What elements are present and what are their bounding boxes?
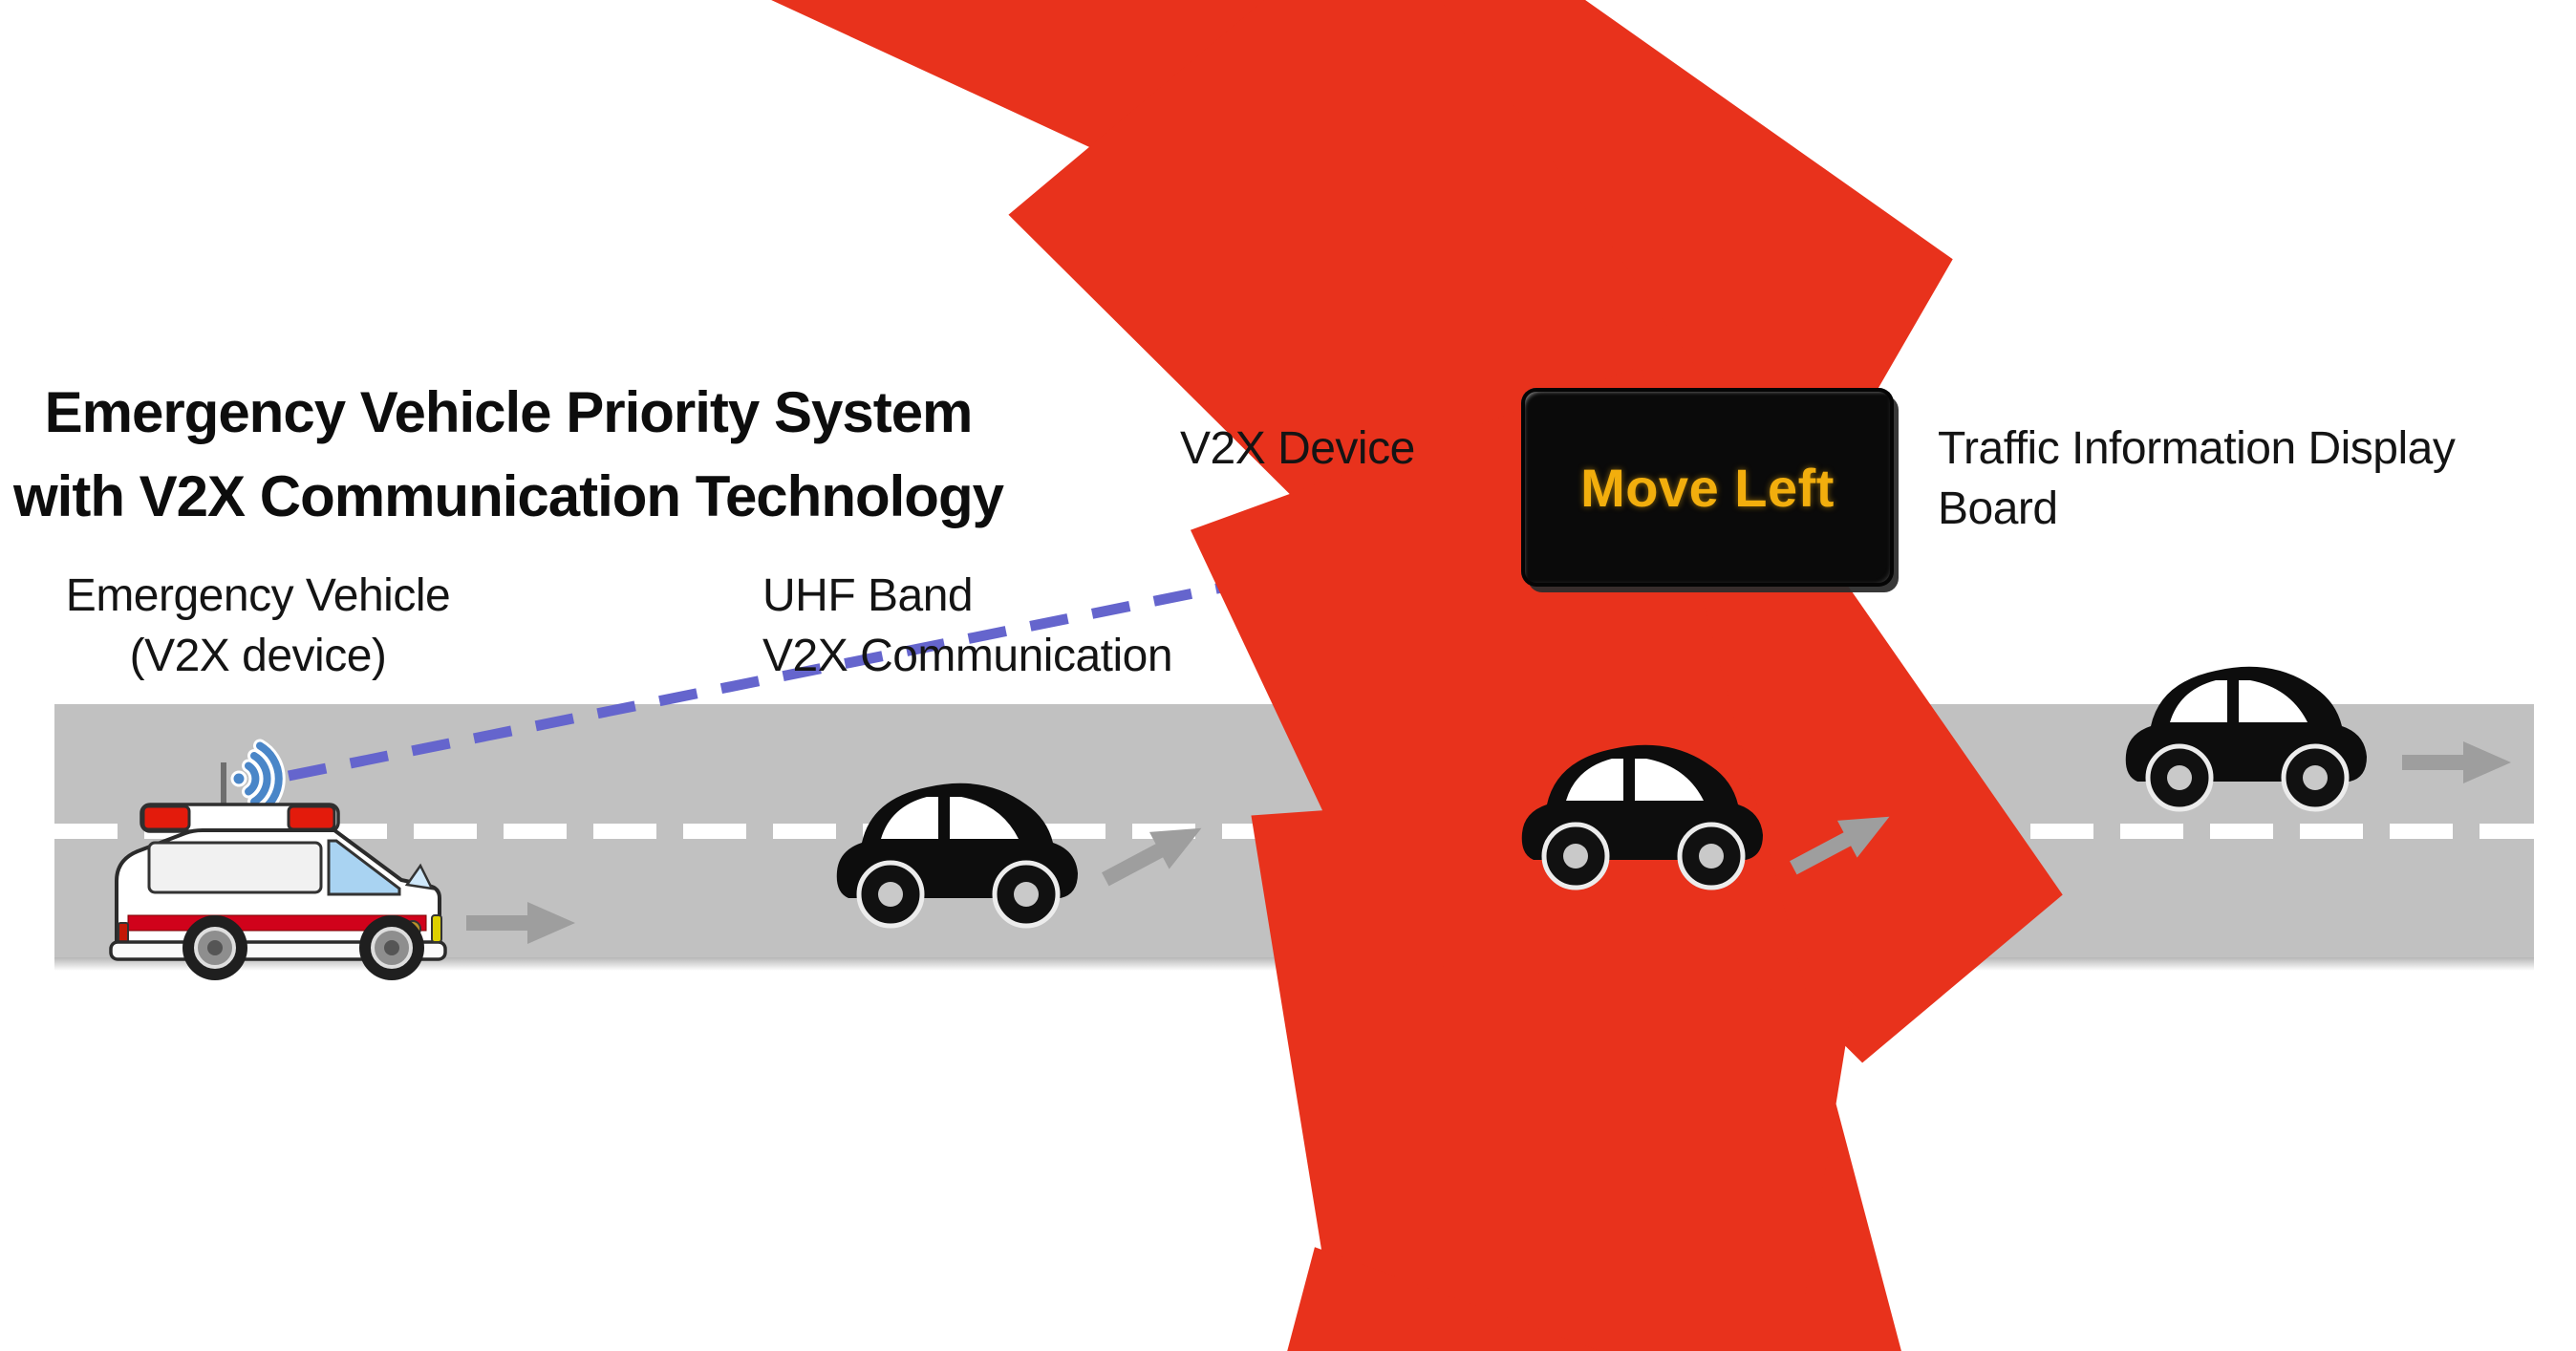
display-board: Move Left: [1521, 388, 1894, 587]
wheel-icon: [182, 915, 424, 980]
emergency-vehicle-label: Emergency Vehicle (V2X device): [65, 570, 451, 681]
page-title: Emergency Vehicle Priority System with V…: [10, 371, 1007, 539]
display-board-message: Move Left: [1580, 457, 1835, 518]
ambulance-icon: [109, 0, 2147, 1351]
display-board-label: Traffic Information Display Board: [1938, 423, 2456, 534]
title-line-1: Emergency Vehicle Priority System: [44, 380, 974, 444]
title-line-2: with V2X Communication Technology: [13, 464, 1004, 528]
antenna-icon: [221, 762, 226, 824]
uhf-band-label: UHF Band V2X Communication: [762, 570, 1173, 681]
v2x-device-label: V2X Device: [1180, 423, 1415, 474]
